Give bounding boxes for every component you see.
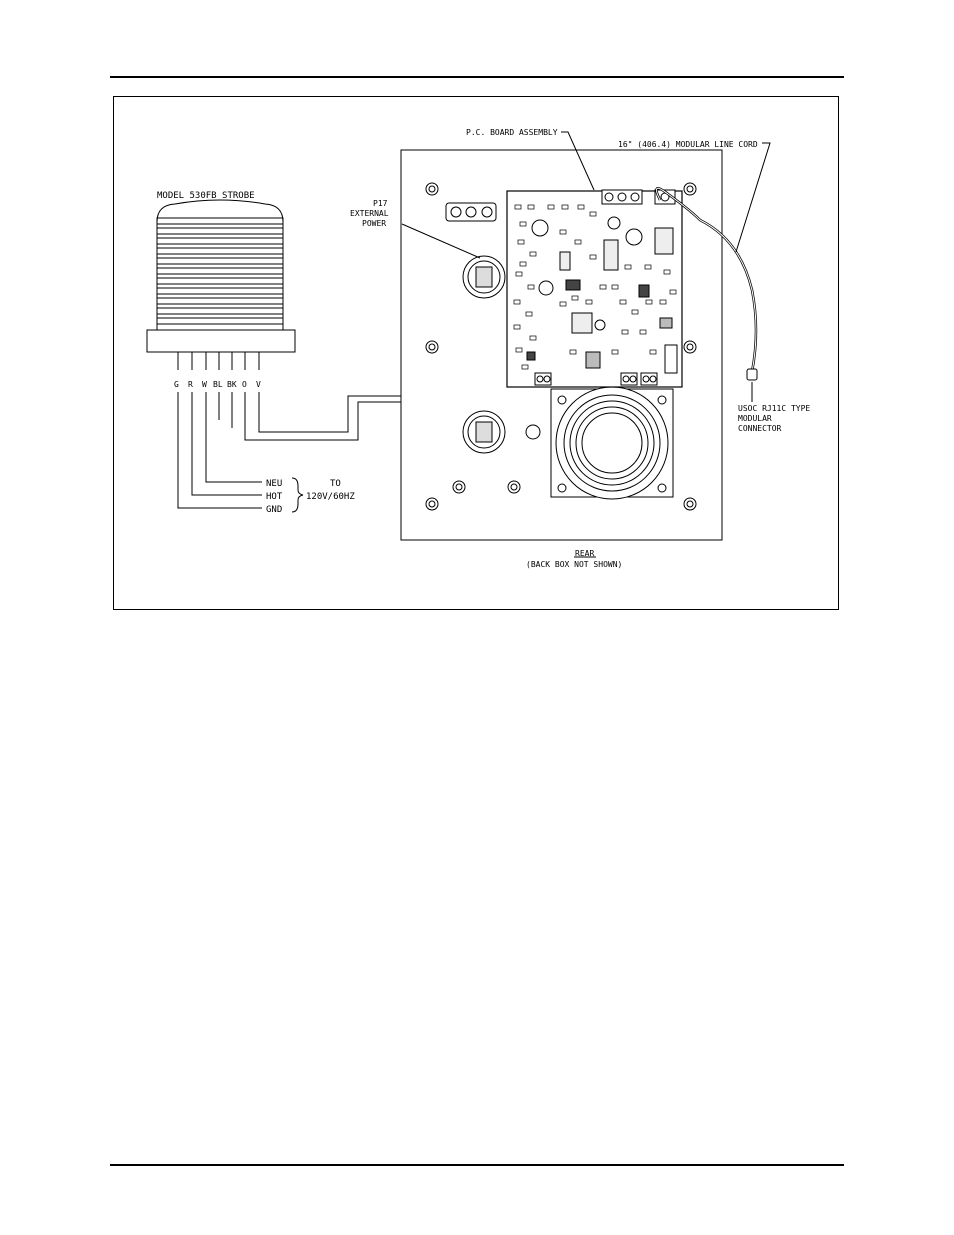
power-line-gnd: GND xyxy=(266,505,282,515)
power-target-line2: 120V/60HZ xyxy=(306,492,355,502)
strobe-unit xyxy=(146,199,296,353)
knockout-lower xyxy=(462,410,506,454)
wire-code-labels: G R W BL BK O V xyxy=(174,380,261,389)
mounting-holes xyxy=(425,182,697,511)
wiring-diagram-frame xyxy=(113,96,839,610)
rj11-connector xyxy=(746,368,758,381)
connector-label-line2: MODULAR xyxy=(738,414,772,423)
header-rule xyxy=(110,76,844,78)
view-note: (BACK BOX NOT SHOWN) xyxy=(526,560,622,569)
p17-label-line1: P17 xyxy=(373,199,388,208)
strobe-title: MODEL 530FB STROBE xyxy=(157,191,255,201)
wire-code-bl: BL xyxy=(213,380,223,389)
wire-code-v: V xyxy=(256,380,261,389)
line-cord-label: 16" (406.4) MODULAR LINE CORD xyxy=(618,140,758,149)
wire-code-o: O xyxy=(242,380,247,389)
connector-label-line1: USOC RJ11C TYPE xyxy=(738,404,810,413)
p17-label-line2: EXTERNAL xyxy=(350,209,389,218)
view-label: REAR xyxy=(575,549,594,558)
pcb-assembly-label: P.C. BOARD ASSEMBLY xyxy=(466,128,558,137)
terminal-bracket xyxy=(445,202,497,222)
power-brace xyxy=(291,477,304,513)
connector-label-line3: CONNECTOR xyxy=(738,424,782,433)
wire-code-r: R xyxy=(188,380,193,389)
power-line-hot: HOT xyxy=(266,492,283,502)
wire-code-bk: BK xyxy=(227,380,237,389)
wire-code-w: W xyxy=(202,380,207,389)
leader-lines xyxy=(401,131,771,558)
speaker xyxy=(550,386,674,500)
footer-rule xyxy=(110,1164,844,1166)
power-line-neu: NEU xyxy=(266,479,282,489)
power-target-line1: TO xyxy=(330,479,341,489)
pc-board xyxy=(506,189,683,388)
wire-code-g: G xyxy=(174,380,179,389)
knockout-upper xyxy=(462,255,506,299)
p17-label-line3: POWER xyxy=(362,219,386,228)
